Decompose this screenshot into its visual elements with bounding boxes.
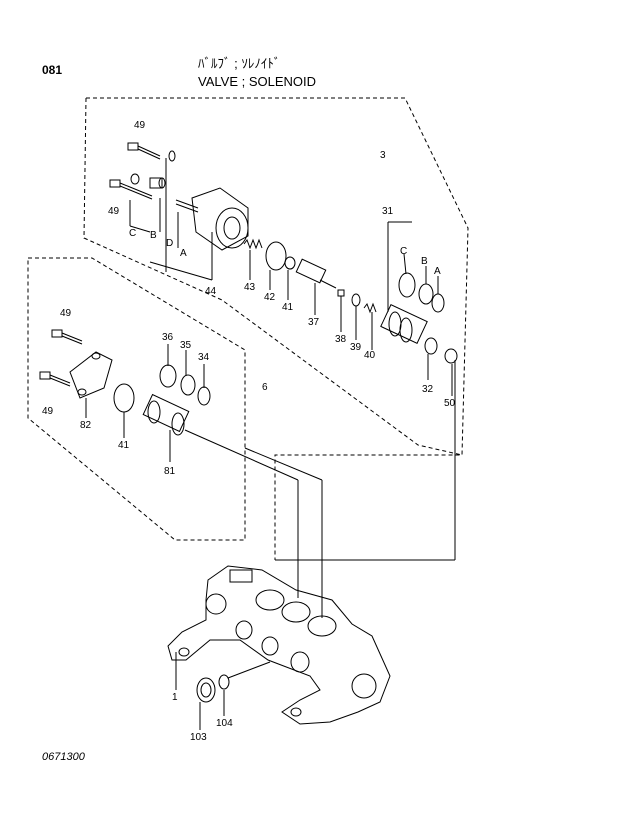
ring-32 bbox=[424, 337, 438, 355]
callout-39: 39 bbox=[350, 342, 362, 353]
assembly-6-outline bbox=[27, 257, 246, 541]
valve-body-1 bbox=[167, 565, 391, 725]
page-code: 081 bbox=[42, 63, 63, 77]
callout-82: 82 bbox=[80, 420, 92, 431]
callout-D: D bbox=[166, 238, 173, 249]
bolt-49-middle bbox=[109, 179, 153, 200]
callout-B: B bbox=[421, 256, 428, 267]
callout-42: 42 bbox=[264, 292, 276, 303]
o-ring-A bbox=[431, 293, 445, 313]
callout-44: 44 bbox=[205, 286, 217, 297]
title-japanese: ﾊﾞﾙﾌﾞ ; ｿﾚﾉｲﾄﾞ bbox=[198, 56, 281, 71]
callout-43: 43 bbox=[244, 282, 256, 293]
callout-34: 34 bbox=[198, 352, 210, 363]
plug-103 bbox=[196, 677, 216, 703]
drawing-number: 0671300 bbox=[42, 751, 85, 763]
callout-C: C bbox=[129, 228, 136, 239]
title-english: VALVE ; SOLENOID bbox=[198, 74, 317, 89]
callout-37: 37 bbox=[308, 317, 320, 328]
o-ring-35 bbox=[180, 374, 196, 396]
callout-81: 81 bbox=[164, 466, 176, 477]
ring-50 bbox=[444, 348, 458, 364]
callout-3: 3 bbox=[380, 150, 386, 161]
o-ring-B bbox=[418, 283, 434, 305]
callout-36: 36 bbox=[162, 332, 174, 343]
callout-40: 40 bbox=[364, 350, 376, 361]
assembly-3-outline bbox=[86, 97, 469, 560]
callout-50: 50 bbox=[444, 398, 456, 409]
o-ring-34 bbox=[197, 386, 211, 406]
callout-1: 1 bbox=[172, 692, 178, 703]
callout-104: 104 bbox=[216, 718, 233, 729]
bolt-49-lower-a bbox=[51, 329, 83, 345]
bolt-49-upper bbox=[127, 142, 161, 160]
o-ring-36 bbox=[159, 364, 177, 388]
callout-103: 103 bbox=[190, 732, 207, 743]
o-ring-104 bbox=[218, 674, 230, 690]
callout-A: A bbox=[434, 266, 441, 277]
o-ring-C bbox=[398, 272, 416, 298]
callout-41: 41 bbox=[118, 440, 130, 451]
callout-49: 49 bbox=[42, 406, 54, 417]
callout-B: B bbox=[150, 230, 157, 241]
o-ring-41-lower bbox=[113, 383, 135, 413]
callout-32: 32 bbox=[422, 384, 434, 395]
callout-38: 38 bbox=[335, 334, 347, 345]
callout-49: 49 bbox=[134, 120, 146, 131]
spring-43 bbox=[243, 238, 263, 250]
callout-35: 35 bbox=[180, 340, 192, 351]
bolt-49-lower-b bbox=[39, 371, 71, 387]
o-ring-42 bbox=[265, 241, 287, 271]
sleeve-31 bbox=[380, 304, 428, 344]
callout-49: 49 bbox=[60, 308, 72, 319]
callout-49: 49 bbox=[108, 206, 120, 217]
callout-6: 6 bbox=[262, 382, 268, 393]
callout-41: 41 bbox=[282, 302, 294, 313]
cover-82 bbox=[69, 351, 113, 399]
solenoid-coil bbox=[175, 187, 249, 251]
callout-A: A bbox=[180, 248, 187, 259]
callout-31: 31 bbox=[382, 206, 394, 217]
sleeve-81 bbox=[142, 393, 190, 436]
spool-37 bbox=[295, 258, 337, 289]
callout-C: C bbox=[400, 246, 407, 257]
